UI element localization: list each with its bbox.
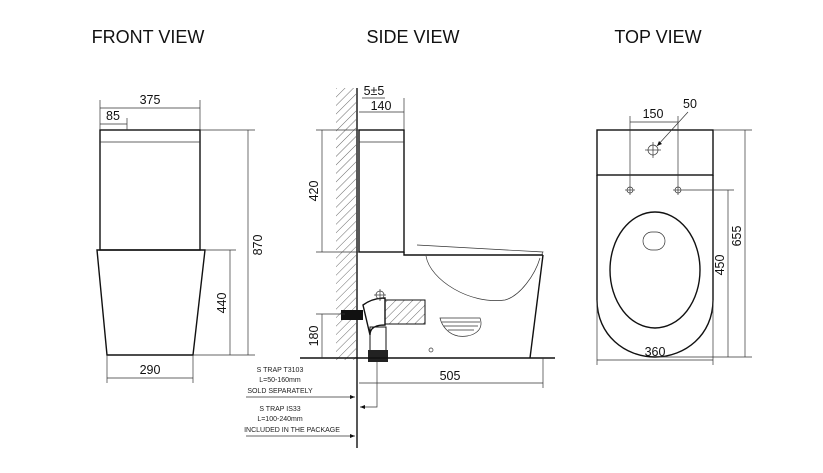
dim-bowl-height: 440 (215, 293, 229, 314)
dim-total-height: 870 (251, 235, 265, 256)
s-trap (368, 350, 388, 362)
dim-base-width: 290 (140, 363, 161, 377)
side-view: 5±5 140 420 180 505 S TRAP T3103 L=50-16… (244, 84, 555, 448)
front-tank (99, 129, 201, 251)
trap1-line1: S TRAP T3103 (257, 367, 304, 374)
front-bowl (96, 249, 206, 356)
trap2-line3: INCLUDED IN THE PACKAGE (244, 427, 340, 434)
side-bowl-front (529, 254, 544, 359)
trap2-line1: S TRAP IS33 (259, 406, 300, 413)
side-tank (358, 129, 405, 253)
dim-hole-spacing: 150 (643, 107, 664, 121)
dim-top-width: 360 (645, 345, 666, 359)
front-view: 375 85 870 440 290 (96, 93, 265, 383)
dim-tank-height: 420 (307, 181, 321, 202)
top-view: 150 50 655 450 360 (596, 97, 752, 365)
wall-hatch (336, 88, 356, 360)
trap2-line2: L=100-240mm (257, 416, 303, 423)
flexible-connector (384, 299, 426, 325)
dim-outlet-height: 180 (307, 326, 321, 347)
trap1-line3: SOLD SEPARATELY (247, 388, 313, 395)
dim-side-length: 505 (440, 369, 461, 383)
dim-wall-gap: 5±5 (364, 84, 385, 98)
top-bowl (596, 175, 714, 358)
dim-front-width: 375 (140, 93, 161, 107)
top-seat-opening (609, 211, 701, 329)
front-view-title: FRONT VIEW (92, 27, 205, 47)
side-view-title: SIDE VIEW (366, 27, 459, 47)
dim-bowl-length: 450 (713, 255, 727, 276)
top-view-title: TOP VIEW (614, 27, 701, 47)
trap1-line2: L=50-160mm (259, 377, 301, 384)
top-tank (596, 129, 714, 176)
dim-hole-diameter: 50 (683, 97, 697, 111)
dim-tank-depth: 140 (371, 99, 392, 113)
dim-button-width: 85 (106, 109, 120, 123)
dim-top-length: 655 (730, 226, 744, 247)
outlet-pipe (341, 310, 363, 320)
